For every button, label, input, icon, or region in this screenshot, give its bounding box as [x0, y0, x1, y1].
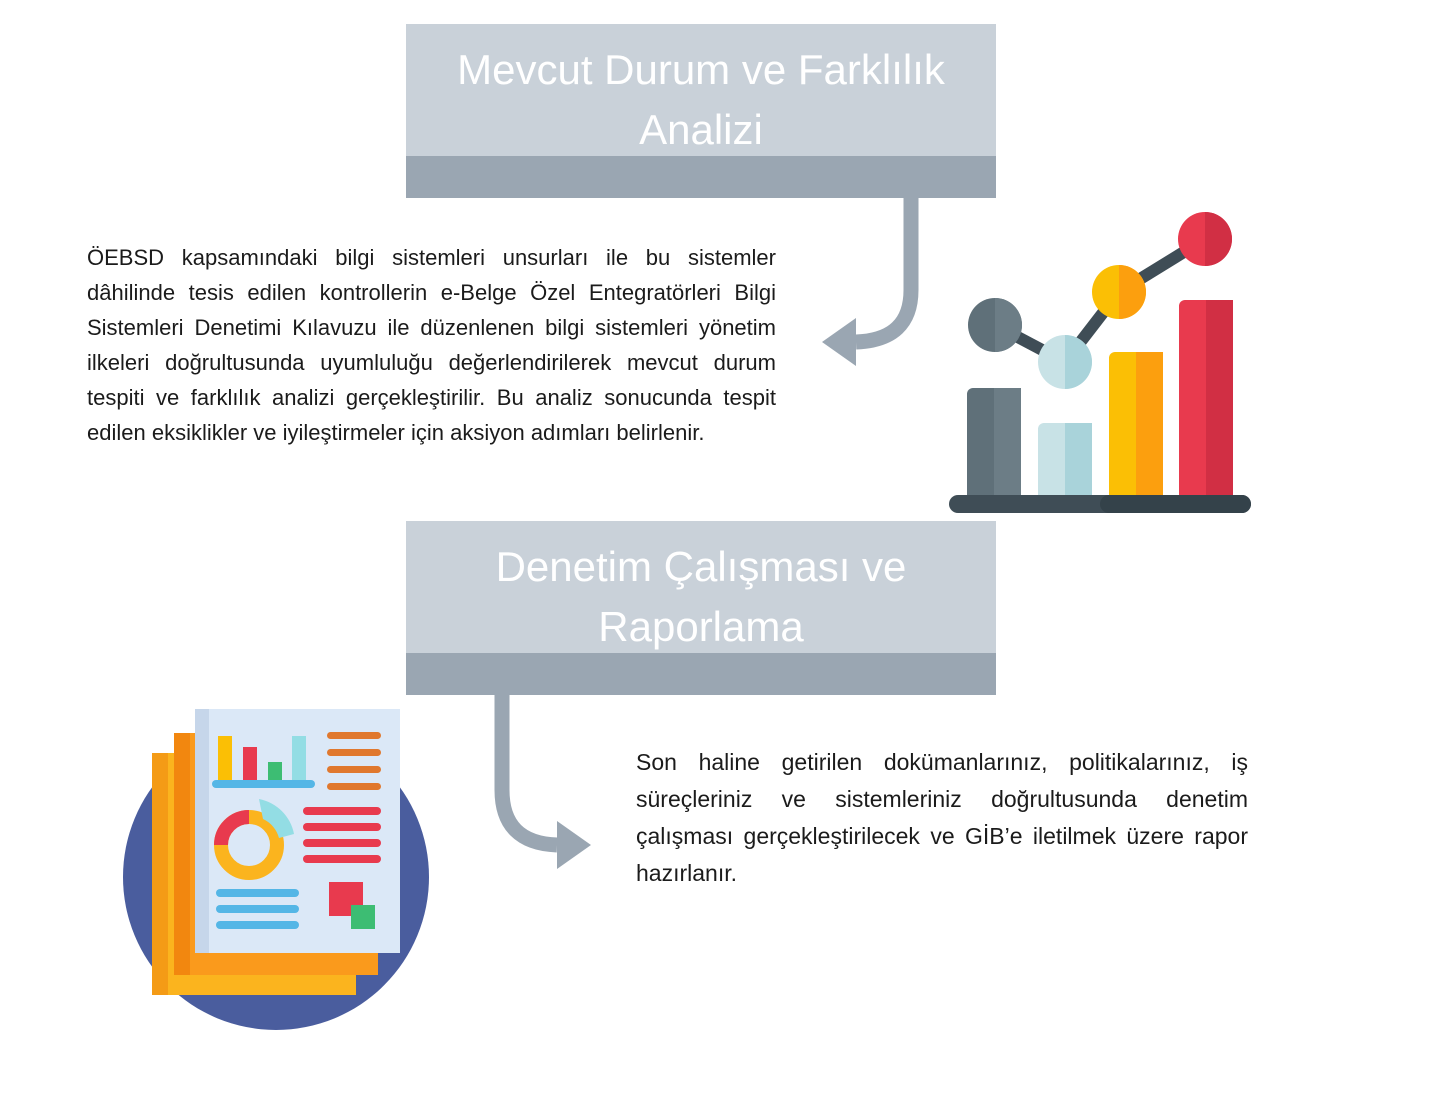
step-1-title-line-1: Mevcut Durum ve Farklılık [457, 46, 945, 93]
step-2-header-band [406, 653, 996, 695]
report-documents-icon [123, 709, 429, 1030]
step-2-description: Son haline getirilen dokümanlarınız, pol… [636, 749, 1248, 886]
step-1-title-line-2: Analizi [639, 106, 763, 153]
step-1-description: ÖEBSD kapsamındaki bilgi sistemleri unsu… [87, 245, 776, 445]
step-2-title-line-1: Denetim Çalışması ve [495, 543, 907, 590]
step-2-header: Denetim Çalışması ve Raporlama [406, 521, 996, 695]
growth-chart-icon [949, 212, 1251, 513]
step-2-title: Denetim Çalışması ve Raporlama [406, 537, 996, 657]
step-1-header-band [406, 156, 996, 198]
step-1-header: Mevcut Durum ve Farklılık Analizi [406, 24, 996, 198]
step-2-title-line-2: Raporlama [598, 603, 804, 650]
step-1-title: Mevcut Durum ve Farklılık Analizi [406, 40, 996, 160]
